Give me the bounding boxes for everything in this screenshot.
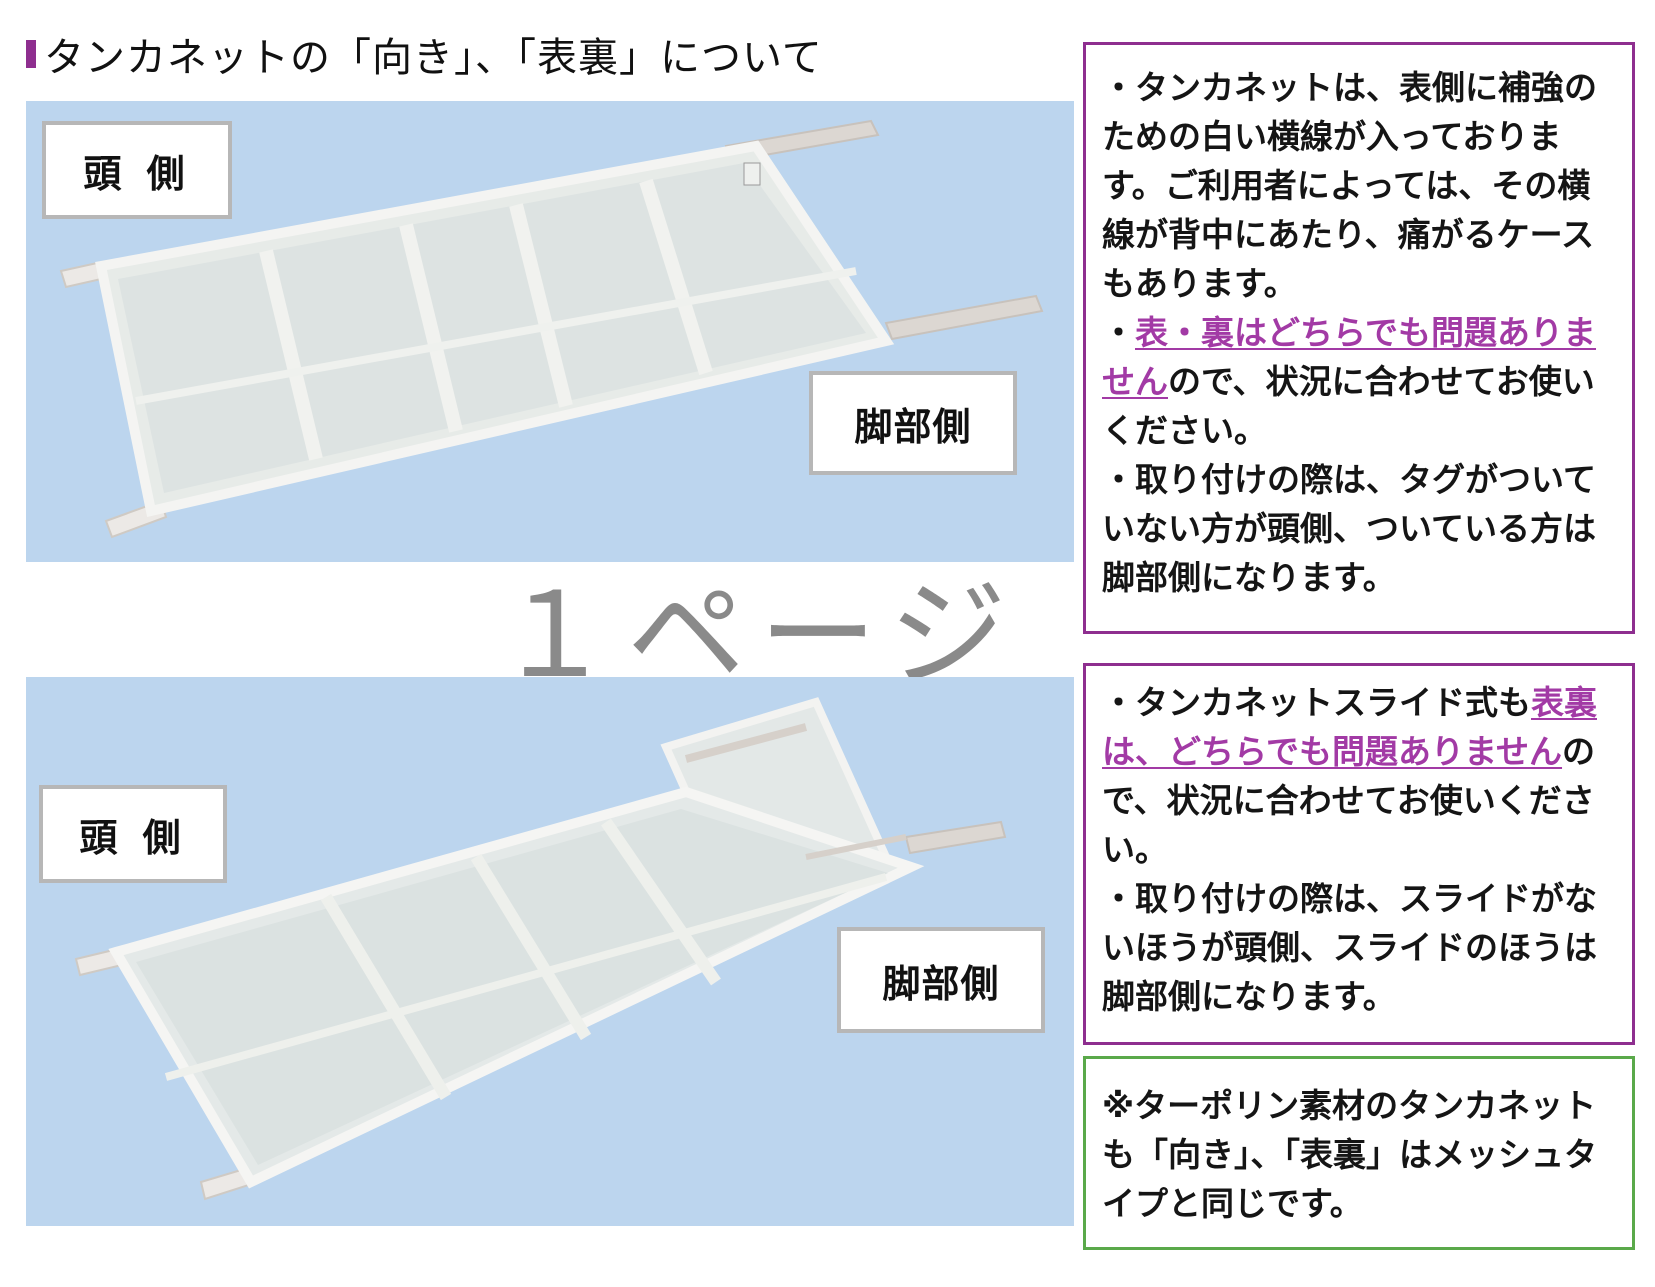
stretcher-net-image [59,119,1044,539]
page-title-row: タンカネットの「向き」、「表裏」について [26,24,823,84]
title-accent-bar [26,40,36,68]
note-text: ・タンカネットスライド式も [1102,683,1531,722]
photo-panel-bottom: 頭 側 脚部側 [26,677,1074,1226]
page-title: タンカネットの「向き」、「表裏」について [44,35,823,81]
note-paragraph: ・取り付けの際は、タグがついていない方が頭側、ついている方は脚部側になります。 [1102,460,1597,597]
note-text: ので、状況に合わせてお使いください。 [1102,362,1595,450]
photo-panel-top: 頭 側 脚部側 [26,101,1074,562]
note-paragraph: ・タンカネットは、表側に補強のための白い横線が入っております。ご利用者によっては… [1102,68,1597,303]
head-side-label: 頭 側 [39,785,227,883]
highlight-text: 表裏は、どちらでも問題ありません [1102,683,1597,771]
highlight-text: 表・裏はどちらでも問題ありません [1102,313,1597,401]
foot-side-label: 脚部側 [809,371,1017,475]
note-paragraph: ※ターポリン素材のタンカネットも「向き」、「表裏」はメッシュタイプと同じです。 [1102,1086,1597,1223]
note-text: ので、状況に合わせてお使いください。 [1102,732,1596,869]
head-side-label: 頭 側 [42,121,232,219]
note-paragraph: ・表・裏はどちらでも問題ありませんので、状況に合わせてお使いください。 [1102,308,1616,455]
bullet: ・ [1102,313,1135,352]
note-box-slide: ・タンカネットスライド式も表裏は、どちらでも問題ありませんので、状況に合わせてお… [1083,663,1635,1045]
foot-side-label: 脚部側 [837,927,1045,1033]
note-box-orientation: ・タンカネットは、表側に補強のための白い横線が入っております。ご利用者によっては… [1083,42,1635,634]
note-box-tarpaulin: ※ターポリン素材のタンカネットも「向き」、「表裏」はメッシュタイプと同じです。 [1083,1056,1635,1250]
note-paragraph: ・取り付けの際は、スライドがないほうが頭側、スライドのほうは脚部側になります。 [1102,879,1597,1016]
slide-stretcher-net-image [74,697,1007,1201]
note-paragraph: ・タンカネットスライド式も表裏は、どちらでも問題ありませんので、状況に合わせてお… [1102,678,1616,874]
page-watermark: １ページ [495,566,1021,677]
